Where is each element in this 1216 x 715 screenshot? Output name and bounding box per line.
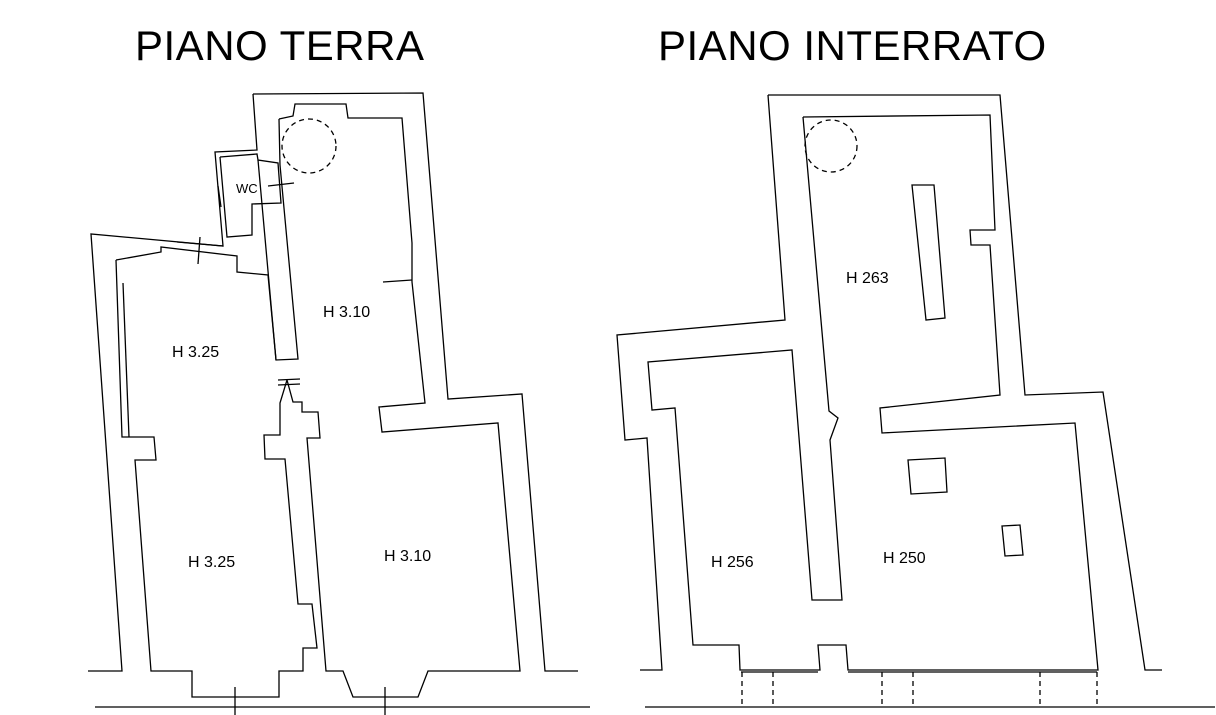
basement-plan: H 263 H 256 H 250	[616, 94, 1215, 708]
window	[122, 282, 130, 438]
door-mark	[382, 279, 413, 283]
plan-title-ground-floor: PIANO TERRA	[135, 22, 425, 69]
top-room-wall	[647, 114, 1099, 671]
door-mark	[197, 236, 201, 265]
room-label: H 3.25	[172, 344, 219, 361]
stair-circle	[281, 118, 337, 174]
room-label: H 3.25	[188, 554, 235, 571]
outer-wall	[252, 92, 578, 672]
central-room-wall	[278, 103, 521, 698]
room-label: H 3.10	[384, 548, 431, 565]
outer-wall	[768, 94, 1162, 671]
plan-title-basement: PIANO INTERRATO	[658, 22, 1047, 69]
room-label: H 256	[711, 554, 754, 571]
room-label: WC	[236, 181, 258, 196]
outer-wall	[88, 93, 258, 672]
corridor-wall	[257, 118, 299, 361]
door-mark	[277, 383, 301, 386]
left-room-wall	[115, 246, 277, 361]
room-label: H 263	[846, 270, 889, 287]
foundation-dashes	[741, 672, 1098, 707]
door-mark	[277, 378, 301, 381]
wc-window	[217, 185, 222, 208]
stair-circle	[804, 119, 858, 173]
pillar	[1001, 524, 1024, 557]
pillar	[907, 457, 948, 495]
room-label: H 3.10	[323, 304, 370, 321]
outer-wall	[616, 94, 786, 671]
room-label: H 250	[883, 550, 926, 567]
ground-floor-plan: WC H 3.10 H 3.25 H 3.25 H 3.10	[88, 92, 590, 715]
wc-walls	[219, 153, 282, 238]
pillar	[911, 184, 946, 321]
wc-door-mark	[267, 182, 295, 187]
left-room-wall	[115, 259, 318, 698]
